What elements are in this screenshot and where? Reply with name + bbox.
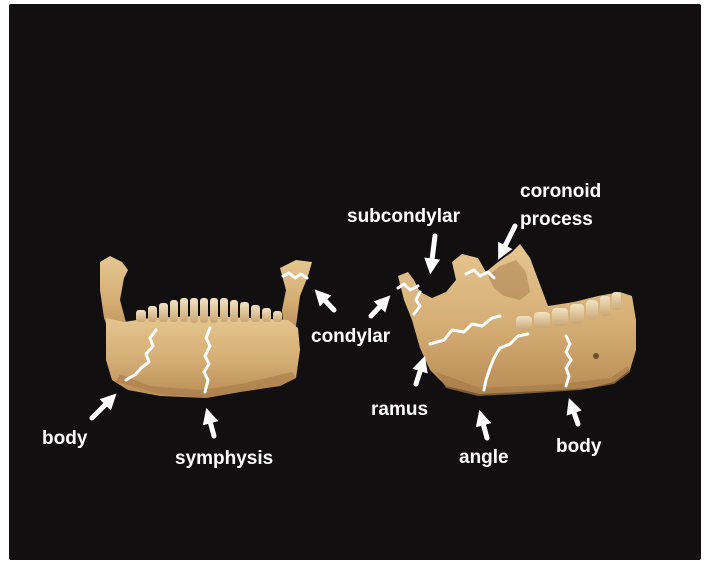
label-side-body: body — [556, 436, 601, 458]
arrow-front-body — [92, 398, 112, 418]
arrow-front-condylar — [319, 294, 334, 310]
label-front-body: body — [42, 428, 87, 450]
label-ramus: ramus — [371, 399, 428, 421]
arrow-subcondylar — [431, 236, 435, 268]
label-coronoid-line2: process — [520, 209, 593, 231]
arrow-front-symphysis — [208, 414, 214, 436]
arrow-ramus — [416, 362, 423, 384]
arrow-angle — [481, 416, 487, 438]
label-subcondylar: subcondylar — [347, 206, 460, 228]
label-symphysis: symphysis — [175, 448, 273, 470]
mandible-front-view — [100, 256, 312, 398]
label-condylar: condylar — [311, 326, 390, 348]
label-coronoid-line1: coronoid — [520, 181, 601, 203]
mandible-side-view — [398, 244, 636, 396]
arrow-side-body — [571, 404, 578, 424]
arrow-coronoid — [501, 226, 515, 254]
arrow-side-condylar — [371, 300, 386, 316]
label-angle: angle — [459, 447, 509, 469]
